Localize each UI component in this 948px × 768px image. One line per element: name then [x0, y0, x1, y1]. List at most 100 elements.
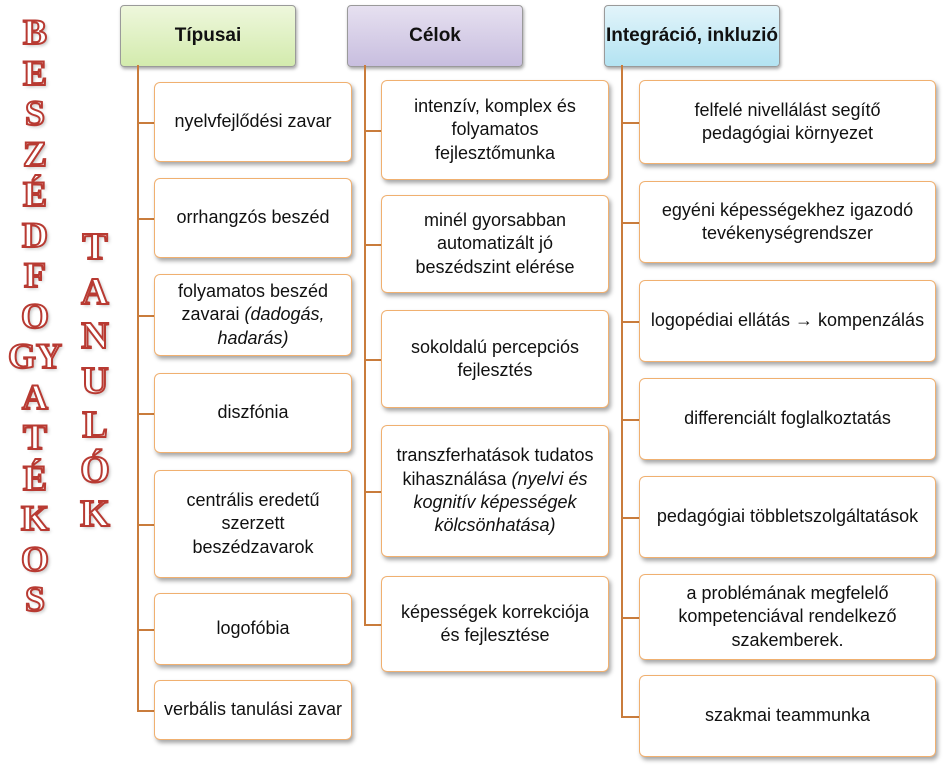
connector-spine — [621, 65, 623, 717]
item-text: minél gyorsabban automatizált jó beszéds… — [390, 209, 600, 279]
title-letter: Ó — [79, 448, 111, 491]
title-letter: K — [79, 493, 111, 535]
connector-branch — [621, 716, 639, 718]
item-label: intenzív, komplex és folyamatos fejleszt… — [414, 95, 576, 163]
item-text: felfelé nivellálást segítő pedagógiai kö… — [648, 99, 927, 146]
item-text: szakmai teammunka — [705, 704, 870, 727]
title-letter: K — [20, 498, 50, 538]
list-item: centrális eredetű szerzett beszédzavarok — [154, 470, 352, 578]
title-letter: U — [80, 359, 109, 402]
list-item: logopédiai ellátás → kompenzálás — [639, 280, 936, 362]
list-item: pedagógiai többletszolgáltatások — [639, 476, 936, 558]
item-label: a problémának megfelelő kompetenciával r… — [678, 582, 897, 650]
item-label: differenciált foglalkoztatás — [684, 408, 891, 429]
connector-branch — [621, 419, 639, 421]
item-label: logofóbia — [216, 618, 290, 639]
item-label: nyelvfejlődési zavar — [174, 111, 332, 132]
list-item: intenzív, komplex és folyamatos fejleszt… — [381, 80, 609, 180]
item-label: diszfónia — [217, 402, 289, 423]
list-item: logofóbia — [154, 593, 352, 665]
item-label: minél gyorsabban automatizált jó beszéds… — [415, 209, 575, 277]
connector-branch — [364, 624, 381, 626]
title-letter: GY — [7, 336, 63, 376]
title-letter: S — [24, 579, 46, 619]
connector-branch — [364, 130, 381, 132]
connector-branch — [137, 524, 154, 526]
connector-branch — [364, 359, 381, 361]
item-text: folyamatos beszéd zavarai (dadogás, hada… — [163, 280, 343, 350]
item-text: intenzív, komplex és folyamatos fejleszt… — [390, 95, 600, 165]
list-item: szakmai teammunka — [639, 675, 936, 757]
title-letter: A — [21, 376, 49, 417]
item-label: centrális eredetű szerzett beszédzavarok — [186, 489, 320, 557]
title-letter: L — [81, 404, 108, 446]
list-item: felfelé nivellálást segítő pedagógiai kö… — [639, 80, 936, 164]
item-label: logopédiai ellátás → kompenzálás — [650, 310, 925, 331]
connector-branch — [621, 517, 639, 519]
title-letter: D — [21, 214, 49, 255]
list-item: egyéni képességekhez igazodó tevékenység… — [639, 181, 936, 263]
connector-branch — [364, 491, 381, 493]
item-label: folyamatos beszéd zavarai — [177, 280, 329, 325]
item-text: egyéni képességekhez igazodó tevékenység… — [648, 199, 927, 246]
item-text: verbális tanulási zavar — [164, 698, 342, 721]
list-item: folyamatos beszéd zavarai (dadogás, hada… — [154, 274, 352, 356]
list-item: minél gyorsabban automatizált jó beszéds… — [381, 195, 609, 293]
list-item: sokoldalú percepciós fejlesztés — [381, 310, 609, 408]
list-item: diszfónia — [154, 373, 352, 453]
item-text: képességek korrekciója és fejlesztése — [390, 601, 600, 648]
title-letter: O — [20, 295, 50, 336]
item-text: diszfónia — [217, 401, 288, 424]
item-note: (nyelvi és kognitív képességek kölcsönha… — [413, 468, 588, 536]
item-text: orrhangzós beszéd — [176, 206, 329, 229]
title-letter: É — [22, 174, 48, 214]
item-text: pedagógiai többletszolgáltatások — [657, 505, 918, 528]
title-letter: E — [22, 52, 48, 93]
item-label: felfelé nivellálást segítő pedagógiai kö… — [694, 99, 881, 143]
connector-branch — [137, 122, 154, 124]
item-text: a problémának megfelelő kompetenciával r… — [648, 582, 927, 652]
title-letter: O — [20, 538, 50, 579]
header-tipusai: Típusai — [120, 5, 296, 67]
connector-branch — [621, 321, 639, 323]
item-label: pedagógiai többletszolgáltatások — [656, 506, 919, 527]
list-item: verbális tanulási zavar — [154, 680, 352, 740]
connector-branch — [364, 244, 381, 246]
list-item: képességek korrekciója és fejlesztése — [381, 576, 609, 672]
item-label: szakmai teammunka — [704, 705, 871, 726]
connector-spine — [364, 65, 366, 625]
list-item: orrhangzós beszéd — [154, 178, 352, 258]
connector-branch — [137, 710, 154, 712]
item-text: differenciált foglalkoztatás — [684, 407, 891, 430]
title-letter: N — [80, 315, 109, 357]
item-label: képességek korrekciója és fejlesztése — [400, 601, 590, 645]
item-label: verbális tanulási zavar — [163, 699, 343, 720]
connector-branch — [621, 222, 639, 224]
item-label: egyéni képességekhez igazodó tevékenység… — [661, 199, 914, 243]
item-label: transzferhatások tudatos kihasználása — [396, 445, 594, 489]
item-text: logofóbia — [216, 617, 289, 640]
item-text: transzferhatások tudatos kihasználása (n… — [390, 444, 600, 538]
item-text: nyelvfejlődési zavar — [174, 110, 331, 133]
item-note: (dadogás, hadarás) — [217, 304, 325, 348]
title-letter: É — [22, 457, 48, 498]
connector-branch — [137, 315, 154, 317]
item-text: sokoldalú percepciós fejlesztés — [390, 336, 600, 383]
list-item: a problémának megfelelő kompetenciával r… — [639, 574, 936, 660]
list-item: nyelvfejlődési zavar — [154, 82, 352, 162]
title-letter: A — [80, 270, 109, 313]
header-celok: Célok — [347, 5, 523, 67]
title-letter: T — [22, 417, 48, 457]
connector-branch — [137, 218, 154, 220]
connector-branch — [137, 629, 154, 631]
title-letter: B — [22, 12, 48, 52]
item-text: logopédiai ellátás → kompenzálás — [651, 309, 924, 332]
item-text: centrális eredetű szerzett beszédzavarok — [163, 489, 343, 559]
connector-branch — [621, 122, 639, 124]
title-letter: Z — [22, 133, 48, 174]
title-letter: T — [81, 226, 108, 268]
item-label: orrhangzós beszéd — [176, 207, 330, 228]
connector-spine — [137, 65, 139, 711]
